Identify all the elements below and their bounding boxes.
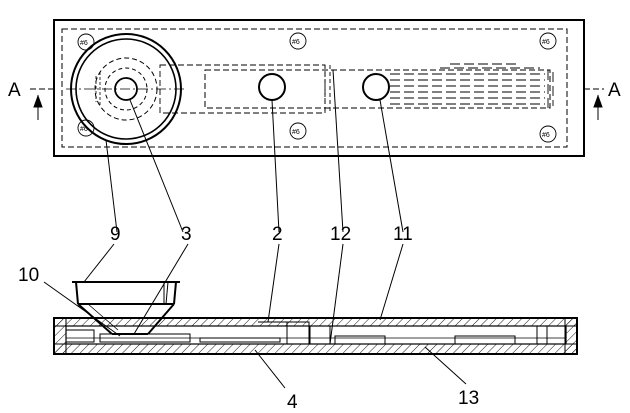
channel-inner-outline xyxy=(159,64,326,114)
section-view xyxy=(53,281,578,355)
svg-text:#6: #6 xyxy=(292,129,300,136)
port-2-circle xyxy=(258,73,286,101)
callout-3: 3 xyxy=(181,224,192,245)
channel-outline xyxy=(204,69,551,109)
screw-symbols: #6 #6 #6 #6 #6 #6 xyxy=(77,32,557,143)
svg-text:#6: #6 xyxy=(80,126,88,133)
funnel-section xyxy=(72,281,180,335)
section-marker-left: A xyxy=(8,80,21,101)
callout-11: 11 xyxy=(393,224,413,245)
callout-4: 4 xyxy=(287,392,298,413)
rib-dashes xyxy=(390,63,554,108)
svg-text:#6: #6 xyxy=(292,39,300,46)
funnel-plan xyxy=(66,33,186,145)
svg-text:#6: #6 xyxy=(542,39,550,46)
section-marker-right: A xyxy=(608,80,621,101)
callout-12: 12 xyxy=(330,224,351,245)
section-line xyxy=(30,88,604,120)
svg-text:#6: #6 xyxy=(80,40,88,47)
svg-text:#6: #6 xyxy=(542,132,550,139)
plan-outer-frame xyxy=(53,19,585,157)
callout-10: 10 xyxy=(18,265,39,286)
callout-9: 9 xyxy=(110,224,121,245)
plan-view: #6 #6 #6 #6 #6 #6 xyxy=(30,19,604,157)
callout-2: 2 xyxy=(272,224,283,245)
plan-inner-dashed-frame xyxy=(61,28,568,148)
leader-lines xyxy=(43,69,467,389)
callout-13: 13 xyxy=(458,388,479,409)
port-11-circle xyxy=(362,73,390,101)
